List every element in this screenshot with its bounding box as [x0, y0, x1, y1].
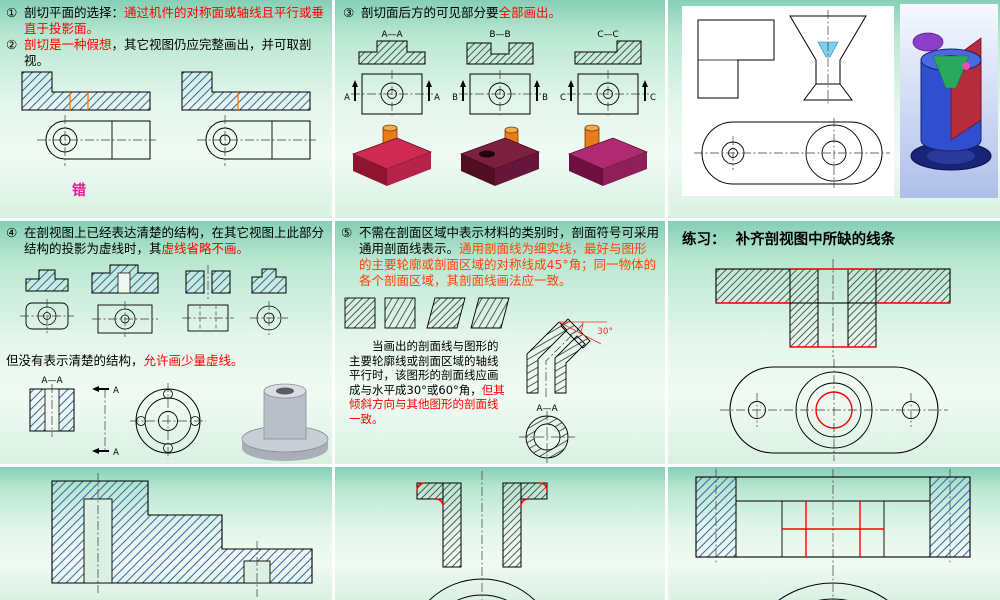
rule-4: ④ 在剖视图上已经表达清楚的结构，在其它视图上此部分结构的投影为虚线时，其虚线省… — [6, 225, 328, 257]
elbow-section: 30° — [526, 318, 613, 397]
cylindrical-part-section-drawing — [416, 471, 548, 600]
aa-section-view — [29, 384, 75, 437]
hatch-angle-paragraph: 当画出的剖面线与图形的主要轮廓线或剖面区域的轴线平行时，该图形的剖面线应画成与水… — [349, 339, 507, 426]
rule-1-text: 剖切平面的选择： — [24, 5, 125, 20]
rule-2: ② 剖切是一种假想，其它视图仍应完整画出，并可取剖视。 — [6, 37, 328, 69]
exercise-top-view — [720, 359, 948, 461]
rule-5-text-orange: 通用剖面线为细实线，最好与图形的主要轮廓或剖面区域的对称线成45°角；同一物体的… — [359, 241, 657, 288]
slide-9-exercise-drawing-3[interactable] — [668, 467, 1000, 600]
slide-4-hidden-lines-omission[interactable]: ④ 在剖视图上已经表达清楚的结构，在其它视图上此部分结构的投影为虚线时，其虚线省… — [0, 221, 332, 464]
flange-plate-view — [694, 118, 890, 188]
rule-4-number: ④ — [6, 225, 18, 240]
pipe-section-circles — [519, 411, 575, 463]
slide3-drawing — [682, 4, 998, 198]
slide-2-visible-parts-rule[interactable]: ③ 剖切面后方的可见部分要全部画出。 A—A A A — [335, 0, 665, 218]
stepped-bracket — [51, 473, 313, 597]
elbow-pipe-drawing: 30° A—A — [519, 318, 613, 463]
section-label: A—A — [41, 376, 63, 386]
cut-letter: B — [542, 93, 548, 103]
slide-6-exercise-missing-lines[interactable]: 练习： 补齐剖视图中所缺的线条 — [668, 221, 1000, 464]
cutting-line-marks: A A — [92, 386, 119, 458]
solid-3d-block — [567, 124, 649, 186]
slide2-section-examples-drawing: A—A A A — [344, 30, 656, 186]
correct-section-figure — [181, 71, 316, 166]
missing-fillet-red — [434, 498, 444, 508]
rule-2-text: ，其它视图仍应完整画出，并可取剖视。 — [24, 37, 312, 68]
figure-cluster-4 — [250, 268, 288, 335]
funnel-view — [789, 10, 867, 106]
slide1-figures-drawing — [21, 71, 316, 166]
slide-1-cutting-plane-selection[interactable]: ① 剖切平面的选择：通过机件的对称面或轴线且平行或垂直于投影面。 ② 剖切是一种… — [0, 0, 332, 218]
section-example-b: B—B B B — [452, 30, 548, 186]
section-label: A—A — [536, 404, 558, 414]
flange-circular-view — [130, 383, 206, 459]
purple-part — [912, 32, 944, 52]
rule-4-text-red: 虚线省略不画。 — [161, 241, 250, 256]
rule-3: ③ 剖切面后方的可见部分要全部画出。 — [343, 5, 659, 21]
missing-fillet-red — [416, 482, 426, 492]
cut-letter: C — [560, 93, 566, 103]
gray-3d-flange-render — [241, 383, 329, 461]
cad-3d-model — [900, 4, 998, 198]
exercise-figures-drawing — [715, 259, 951, 461]
figure-cluster-2 — [91, 264, 159, 337]
section-b-title: B—B — [489, 30, 510, 40]
solid-3d-block — [351, 124, 433, 186]
figure-cluster-3 — [182, 265, 234, 332]
cut-letter: A — [113, 448, 119, 458]
exercise-title: 练习： 补齐剖视图中所缺的线条 — [682, 232, 896, 248]
solid-3d-block — [459, 126, 541, 186]
section-example-c: C—C C C — [560, 30, 656, 186]
slide4-lower-figures-drawing: A—A A A — [29, 376, 329, 461]
wrong-label: 错 — [72, 183, 86, 199]
rule-1: ① 剖切平面的选择：通过机件的对称面或轴线且平行或垂直于投影面。 — [6, 5, 328, 37]
note-line: 但没有表示清楚的结构，允许画少量虚线。 — [6, 353, 328, 369]
body-outline-view — [697, 19, 775, 99]
housing-section-drawing — [695, 469, 971, 600]
section-a-title: A—A — [381, 30, 403, 40]
slide-5-general-hatching-rule[interactable]: ⑤ 不需在剖面区域中表示材料的类别时，剖面符号可采用通用剖面线表示。通用剖面线为… — [335, 221, 665, 464]
hatch-angle-text-red: 但其倾斜方向与其他图形的剖面线一致。 — [349, 382, 505, 426]
rule-1-text-red: 通过机件的对称面或轴线且平行或垂直于投影面。 — [24, 5, 325, 36]
rule-3-text: 剖切面后方的可见部分要 — [361, 5, 499, 20]
slide-8-exercise-drawing-2[interactable] — [335, 467, 665, 600]
drawing-paper — [682, 6, 894, 196]
note-text-red: 允许画少量虚线。 — [143, 353, 244, 368]
cut-letter: B — [452, 93, 458, 103]
cut-letter: A — [434, 93, 440, 103]
figure-cluster-1 — [20, 269, 74, 333]
magenta-part — [962, 62, 970, 70]
angle-label: 30° — [597, 327, 613, 337]
rule-4-text: 在剖视图上已经表达清楚的结构，在其它视图上此部分结构的投影为虚线时，其 — [24, 225, 325, 256]
slide-3-example-views[interactable] — [668, 0, 1000, 218]
exercise-section-view — [715, 259, 951, 357]
cut-letter: A — [344, 93, 350, 103]
rule-3-number: ③ — [343, 5, 355, 20]
missing-fillet-red — [538, 482, 548, 492]
section-c-title: C—C — [597, 30, 619, 40]
slide4-upper-figures-drawing — [20, 264, 288, 337]
note-text: 但没有表示清楚的结构， — [6, 353, 144, 368]
slide-7-exercise-drawing-1[interactable] — [0, 467, 332, 600]
rule-2-number: ② — [6, 37, 18, 52]
cut-letter: A — [113, 386, 119, 396]
cylindrical-part — [416, 471, 548, 600]
rule-5-text: 不需在剖面区域中表示材料的类别时，剖面符号可采用通用剖面线表示。 — [359, 225, 660, 256]
cut-letter: C — [650, 93, 656, 103]
rule-3-text-red: 全部画出。 — [498, 5, 562, 20]
wrong-section-figure — [21, 71, 156, 166]
rule-1-number: ① — [6, 5, 18, 20]
hatch-samples-drawing — [344, 297, 510, 329]
hatch-angle-text: 当画出的剖面线与图形的主要轮廓线或剖面区域的轴线平行时，该图形的剖面线应画成与水… — [349, 339, 499, 397]
section-example-a: A—A A A — [344, 30, 440, 186]
housing-part — [695, 469, 971, 600]
rule-5: ⑤ 不需在剖面区域中表示材料的类别时，剖面符号可采用通用剖面线表示。通用剖面线为… — [341, 225, 659, 289]
rule-5-number: ⑤ — [341, 225, 353, 240]
green-funnel-part — [932, 55, 970, 89]
stepped-bracket-section-drawing — [51, 473, 313, 597]
missing-fillet-red — [520, 498, 530, 508]
rule-2-text-red: 剖切是一种假想 — [24, 37, 112, 52]
